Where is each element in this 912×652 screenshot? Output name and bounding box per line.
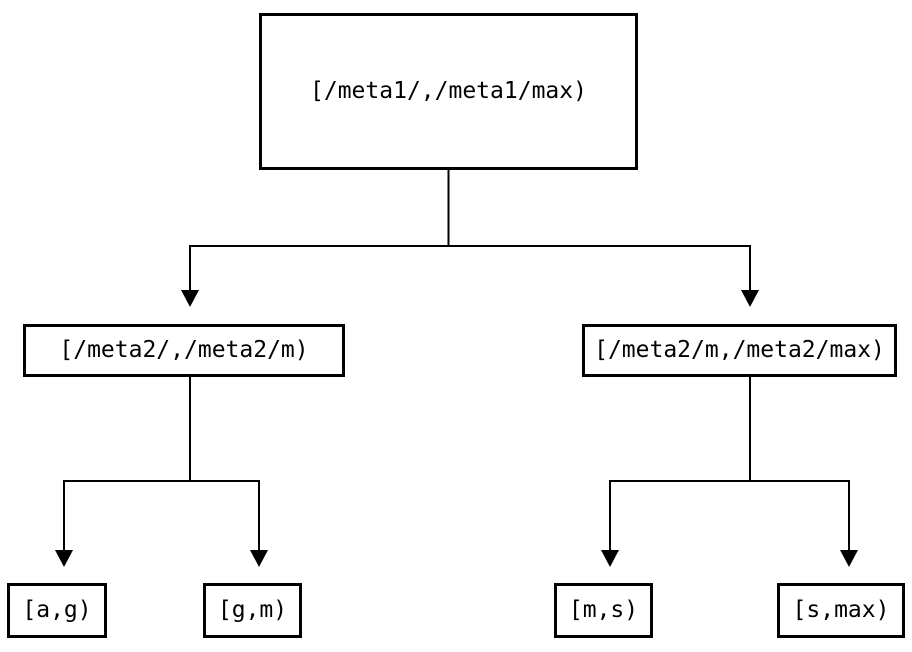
node-label: [/meta2/m,/meta2/max) [594, 337, 885, 363]
edge-level2-right-to-leaf-smax [749, 377, 858, 567]
edge-line [447, 170, 751, 290]
tree-node-root: [/meta1/,/meta1/max) [259, 13, 638, 170]
tree-node-meta2-left: [/meta2/,/meta2/m) [23, 324, 345, 377]
arrowhead-icon [601, 550, 619, 567]
arrowhead-icon [181, 290, 199, 307]
tree-node-leaf-ag: [a,g) [7, 583, 107, 638]
edge-line [609, 377, 751, 550]
node-label: [m,s) [568, 597, 639, 623]
arrowhead-icon [250, 550, 268, 567]
edge-level2-left-to-leaf-ag [55, 377, 191, 567]
edge-level2-left-to-leaf-gm [189, 377, 268, 567]
tree-node-leaf-ms: [m,s) [554, 583, 653, 638]
edge-line [189, 377, 260, 550]
tree-node-leaf-smax: [s,max) [777, 583, 905, 638]
edge-line [749, 377, 850, 550]
node-label: [a,g) [22, 597, 92, 623]
arrowhead-icon [840, 550, 858, 567]
edge-line [189, 170, 450, 290]
edge-level2-right-to-leaf-ms [601, 377, 751, 567]
edge-line [63, 377, 191, 550]
edge-root-to-level2-left [181, 170, 450, 307]
node-label: [s,max) [792, 597, 890, 623]
arrowhead-icon [55, 550, 73, 567]
tree-node-leaf-gm: [g,m) [203, 583, 302, 638]
edge-root-to-level2-right [447, 170, 759, 307]
tree-node-meta2-right: [/meta2/m,/meta2/max) [582, 324, 897, 377]
arrowhead-icon [741, 290, 759, 307]
node-label: [/meta1/,/meta1/max) [310, 78, 587, 104]
node-label: [/meta2/,/meta2/m) [59, 337, 309, 363]
node-label: [g,m) [217, 597, 288, 623]
